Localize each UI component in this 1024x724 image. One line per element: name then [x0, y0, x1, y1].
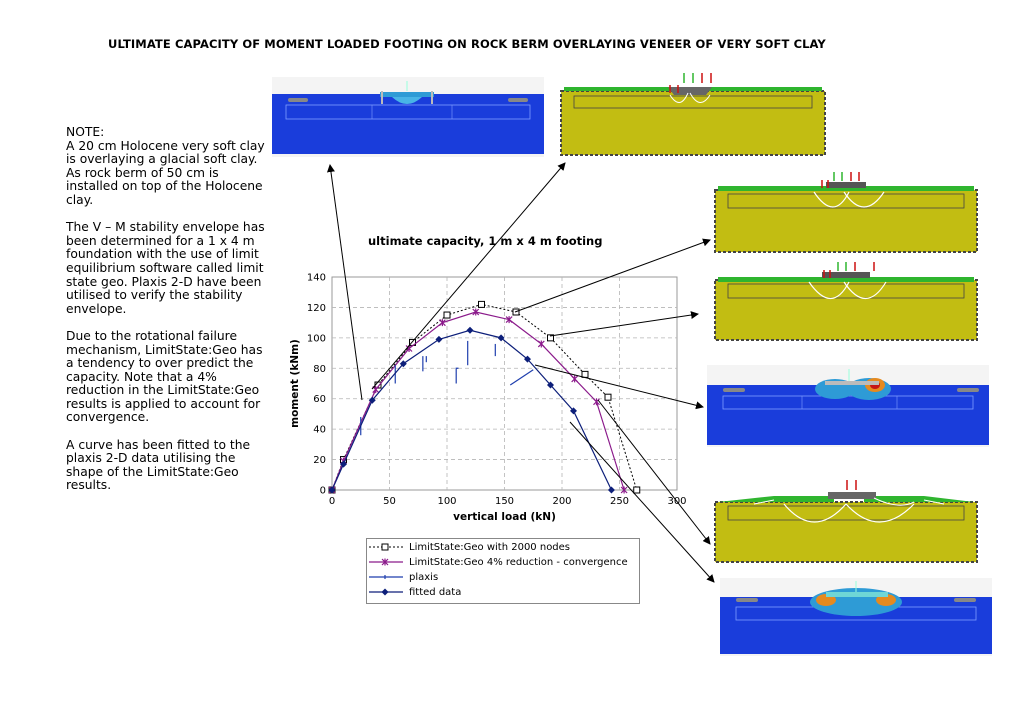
legend-label-reduced: LimitState:Geo 4% reduction - convergenc…	[409, 556, 628, 568]
y-tick-label: 80	[313, 364, 326, 375]
x-tick-label: 200	[552, 496, 571, 507]
legend-label-plaxis: plaxis	[409, 571, 439, 583]
legend-label-fitted: fitted data	[409, 586, 462, 598]
y-tick-label: 60	[313, 394, 326, 405]
lsg-panel-1	[560, 73, 826, 156]
lsg-panel-4	[714, 480, 978, 563]
x-tick-label: 50	[383, 496, 396, 507]
chart-title: ultimate capacity, 1 m x 4 m footing	[368, 234, 603, 248]
legend-entry-lsg: LimitState:Geo with 2000 nodes	[367, 540, 570, 554]
chart-legend: LimitState:Geo with 2000 nodes LimitStat…	[366, 538, 640, 604]
y-tick-label: 100	[307, 333, 326, 344]
x-tick-label: 300	[667, 496, 686, 507]
legend-swatch-plaxis	[369, 575, 403, 579]
x-tick-label: 150	[495, 496, 514, 507]
series-lsg-point	[443, 311, 451, 319]
series-fitted-point	[570, 407, 577, 415]
note-paragraph-2: The V – M stability envelope has been de…	[66, 220, 265, 316]
legend-label-lsg: LimitState:Geo with 2000 nodes	[409, 541, 571, 553]
note-panel: NOTE: A 20 cm Holocene very soft clay is…	[66, 125, 266, 507]
lsg-panel-2	[714, 172, 978, 253]
legend-entry-reduced: LimitState:Geo 4% reduction - convergenc…	[367, 555, 628, 569]
series-lsg-point	[512, 308, 520, 316]
y-tick-label: 20	[313, 455, 326, 466]
legend-swatch-dotted-square	[369, 543, 403, 551]
plaxis-panel-initial	[272, 77, 544, 157]
series-lsg-point	[581, 370, 589, 378]
series-lsg-point	[547, 334, 554, 342]
series-lsg-point	[478, 300, 485, 308]
series-fitted-point	[368, 396, 376, 404]
page-title: ULTIMATE CAPACITY OF MOMENT LOADED FOOTI…	[108, 37, 826, 51]
series-lsg-point	[604, 393, 612, 401]
note-paragraph-1: A 20 cm Holocene very soft clay is overl…	[66, 138, 265, 207]
x-tick-label: 0	[329, 496, 335, 507]
note-paragraph-3: Due to the rotational failure mechanism,…	[66, 328, 263, 425]
note-heading: NOTE:	[66, 125, 105, 139]
x-axis-label: vertical load (kN)	[453, 511, 556, 523]
plaxis-panel-3	[720, 578, 992, 656]
series-fitted-point	[328, 486, 336, 494]
x-tick-label: 100	[437, 496, 456, 507]
legend-swatch-diamond	[369, 588, 403, 596]
y-tick-label: 40	[313, 425, 326, 436]
y-axis-label: moment (kNm)	[289, 339, 301, 428]
y-tick-label: 140	[307, 273, 326, 284]
x-tick-label: 250	[610, 496, 629, 507]
series-lsg-point	[633, 486, 641, 494]
plaxis-panel-2	[707, 365, 989, 447]
capacity-chart: 0 20 40 60 80 100 120 140 0 50 100 150 200 250 300 vert…	[289, 273, 687, 524]
legend-swatch-star	[369, 558, 403, 566]
legend-entry-fitted: fitted data	[367, 585, 461, 599]
note-paragraph-4: A curve has been fitted to the plaxis 2-…	[66, 437, 251, 493]
y-tick-label: 120	[307, 303, 326, 314]
series-fitted-point	[340, 460, 347, 468]
legend-entry-plaxis: plaxis	[367, 570, 438, 584]
y-tick-label: 0	[320, 486, 326, 497]
lsg-panel-3	[714, 262, 978, 341]
